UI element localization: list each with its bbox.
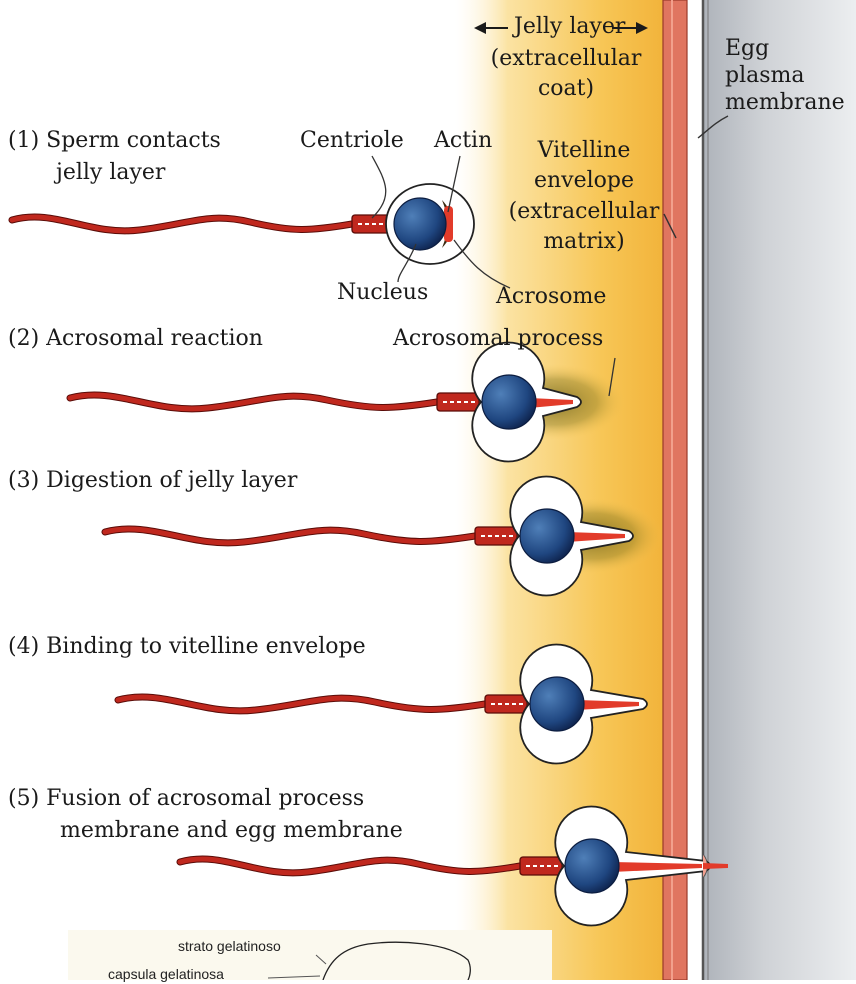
sperm-4-nucleus <box>530 677 584 731</box>
vitelline-label-2: envelope <box>500 168 668 194</box>
vitelline-label-4: matrix) <box>500 229 668 255</box>
sperm-2-nucleus <box>482 375 536 429</box>
step-5-title: (5) Fusion of acrosomal process <box>8 786 364 812</box>
sperm-5-fused-actin <box>703 863 728 869</box>
centriole-label: Centriole <box>300 128 404 154</box>
egg-cytoplasm <box>703 0 856 980</box>
acrosome-label: Acrosome <box>496 284 606 310</box>
step-1-subtitle: jelly layer <box>56 160 165 186</box>
jelly-layer-sublabel-2: coat) <box>486 76 646 102</box>
inset-label-strato: strato gelatinoso <box>178 938 281 954</box>
vitelline-label-3: (extracellular <box>500 199 668 225</box>
jelly-layer-sublabel-1: (extracellular <box>486 46 646 72</box>
jelly-layer-label: Jelly layer <box>514 14 625 40</box>
egg-membrane-label-1: Egg <box>725 36 769 62</box>
egg-membrane-label-3: membrane <box>725 90 845 116</box>
step-2-title: (2) Acrosomal reaction <box>8 326 263 352</box>
step-4-title: (4) Binding to vitelline envelope <box>8 634 366 660</box>
sperm-1-nucleus <box>394 198 446 250</box>
sperm-5-nucleus <box>565 839 619 893</box>
centriole-leader <box>372 156 386 218</box>
step-3-title: (3) Digestion of jelly layer <box>8 468 297 494</box>
acrosomal-process-label: Acrosomal process <box>393 326 603 352</box>
sperm-3-nucleus <box>520 509 574 563</box>
step-5-subtitle: membrane and egg membrane <box>60 818 403 844</box>
step-1-title: (1) Sperm contacts <box>8 128 221 154</box>
nucleus-label: Nucleus <box>337 280 428 306</box>
vitelline-label-1: Vitelline <box>500 138 668 164</box>
egg-membrane-label-2: plasma <box>725 63 805 89</box>
actin-label: Actin <box>434 128 492 154</box>
inset-panel: strato gelatinoso capsula gelatinosa <box>68 930 552 980</box>
